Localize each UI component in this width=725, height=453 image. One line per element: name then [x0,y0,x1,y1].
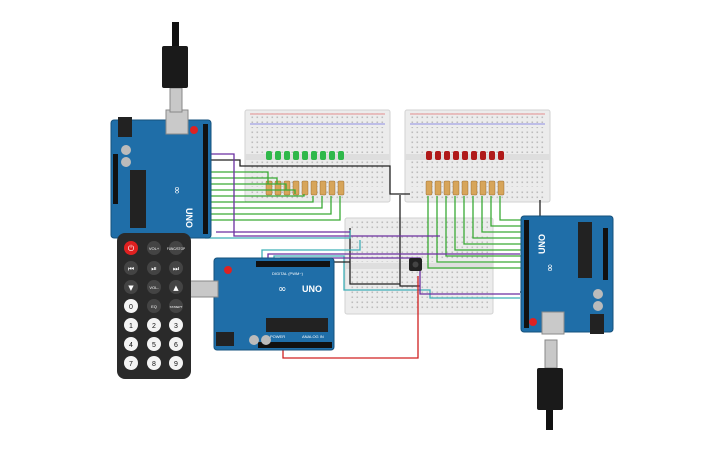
remote-play-pause-button[interactable]: ⏯ [147,261,161,275]
svg-text:▼: ▼ [128,284,134,292]
remote-vol-down-button[interactable]: VOL- [147,280,161,294]
arduino-left-logo: ∞ [171,186,182,194]
led-red[interactable] [462,151,468,160]
resistor-row-left [265,180,345,196]
led-red[interactable] [444,151,450,160]
svg-text:0: 0 [129,304,133,311]
usb-plug-center [189,280,219,298]
led-red[interactable] [435,151,441,160]
led-green[interactable] [311,151,317,160]
arduino-right-model: UNO [537,234,547,254]
svg-text:9: 9 [174,361,178,368]
led-green[interactable] [275,151,281,160]
arduino-left-model: UNO [184,208,194,228]
svg-text:ST/REPT: ST/REPT [170,305,183,309]
svg-text:VOL+: VOL+ [149,246,160,251]
svg-text:VOL-: VOL- [149,285,159,290]
svg-text:7: 7 [129,361,133,368]
arduino-right[interactable]: UNO ∞ [520,215,614,335]
wires-green-left [208,171,341,221]
remote-key-0[interactable]: 0 [124,299,138,313]
arduino-center-logo: ∞ [278,284,286,295]
svg-text:FUNC/STOP: FUNC/STOP [167,247,185,251]
remote-key-1[interactable]: 1 [124,318,138,332]
wires-green-right [427,196,522,269]
led-green[interactable] [338,151,344,160]
remote-key-6[interactable]: 6 [169,337,183,351]
led-green[interactable] [320,151,326,160]
breadboard-top-right[interactable] [404,109,551,203]
arduino-center-power-label: POWER [270,334,285,339]
arduino-right-logo: ∞ [545,264,556,272]
led-group-red [426,151,504,160]
remote-key-9[interactable]: 9 [169,356,183,370]
remote-key-3[interactable]: 3 [169,318,183,332]
svg-text:⏭: ⏭ [173,265,180,273]
svg-text:4: 4 [129,342,133,349]
remote-power-button[interactable]: ⏻ [124,241,138,255]
remote-key-8[interactable]: 8 [147,356,161,370]
svg-text:2: 2 [152,323,156,330]
svg-text:⏯: ⏯ [151,265,157,273]
remote-vol-up-button[interactable]: VOL+ [147,241,161,255]
wires-other [205,153,541,359]
svg-text:⏻: ⏻ [128,244,135,253]
led-green[interactable] [284,151,290,160]
usb-cable-left [162,22,188,113]
svg-text:3: 3 [174,323,178,330]
remote-func-stop-button[interactable]: FUNC/STOP [167,241,185,255]
led-green[interactable] [329,151,335,160]
remote-key-5[interactable]: 5 [147,337,161,351]
arduino-left[interactable]: UNO ∞ [110,109,212,239]
led-red[interactable] [480,151,486,160]
remote-eq-button[interactable]: EQ [147,299,161,313]
led-red[interactable] [489,151,495,160]
svg-text:EQ: EQ [151,304,157,309]
svg-text:▲: ▲ [173,284,179,292]
ir-receiver[interactable] [409,258,422,271]
remote-prev-button[interactable]: ⏮ [124,261,138,275]
led-green[interactable] [302,151,308,160]
usb-cable-right [537,339,563,430]
svg-text:6: 6 [174,342,178,349]
svg-text:⏮: ⏮ [128,265,134,273]
led-green[interactable] [293,151,299,160]
led-green[interactable] [266,151,272,160]
arduino-center-analog-label: ANALOG IN [302,334,324,339]
svg-text:5: 5 [152,342,156,349]
led-red[interactable] [426,151,432,160]
remote-key-7[interactable]: 7 [124,356,138,370]
ir-remote[interactable]: ⏻ VOL+ FUNC/STOP ⏮ ⏯ ⏭ ▼ VOL- [117,233,191,379]
svg-text:8: 8 [152,361,156,368]
arduino-center[interactable]: DIGITAL (PWM~) UNO ∞ POWER ANALOG IN [213,257,335,351]
remote-up-button[interactable]: ▲ [169,280,183,294]
remote-st-rept-button[interactable]: ST/REPT [169,299,183,313]
led-group-green [266,151,344,160]
resistor-row-right [425,180,505,196]
breadboard-top-left[interactable] [244,109,391,203]
arduino-center-model: UNO [302,284,322,294]
remote-next-button[interactable]: ⏭ [169,261,183,275]
led-red[interactable] [471,151,477,160]
led-red[interactable] [453,151,459,160]
led-red[interactable] [498,151,504,160]
remote-down-button[interactable]: ▼ [124,280,138,294]
remote-key-4[interactable]: 4 [124,337,138,351]
remote-key-2[interactable]: 2 [147,318,161,332]
svg-text:1: 1 [129,323,133,330]
arduino-center-header-label: DIGITAL (PWM~) [272,271,304,276]
